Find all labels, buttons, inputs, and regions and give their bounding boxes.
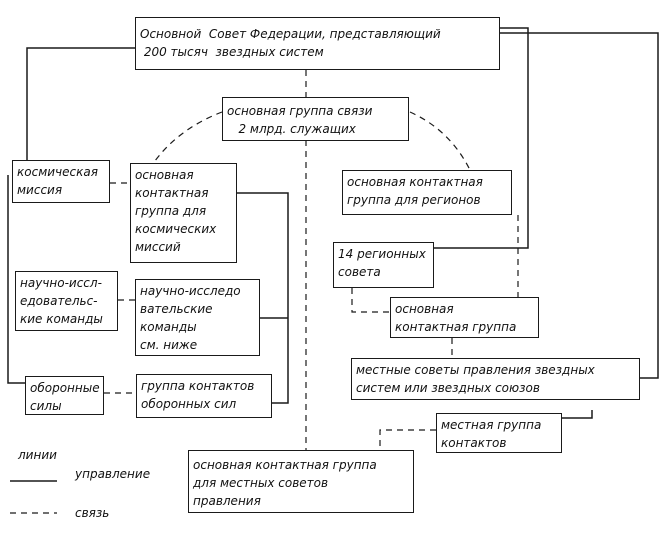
control-line-space-contact-right: [237, 192, 289, 404]
local-councils-box: местные советы правления звездных систем…: [351, 358, 640, 400]
space-mission-box: космическая миссия: [12, 160, 110, 203]
control-line-mission-to-defense: [7, 175, 25, 384]
local-contact-group-box: местная группа контактов: [436, 413, 562, 453]
legend-control-label: управление: [75, 467, 151, 481]
defense-box: оборонные силы: [25, 376, 104, 415]
link-line-local-contact-left: [379, 429, 436, 452]
control-line-local-contact-right: [562, 410, 593, 419]
link-line-regional-to-main-contact: [351, 288, 390, 313]
space-contact-box: основная контактная группа для космическ…: [130, 163, 237, 263]
link-arc-right: [409, 111, 471, 171]
research-below-box: научно-исследо вательские команды см. ни…: [135, 279, 260, 356]
main-contact-box: основная контактная группа: [390, 297, 539, 338]
region-contact-box: основная контактная группа для регионов: [342, 170, 512, 215]
link-arc-left: [149, 111, 223, 169]
legend-link-label: связь: [75, 506, 110, 520]
main-council-box: Основной Совет Федерации, представляющий…: [135, 17, 500, 70]
control-line-main-to-regional: [434, 27, 529, 249]
legend-title: линии: [18, 448, 57, 462]
research-teams-box: научно-иссл- едовательс- кие команды: [15, 271, 118, 331]
comm-group-box: основная группа связи 2 млрд. служащих: [222, 97, 409, 141]
control-line-main-to-mission: [26, 47, 135, 160]
local-main-contact-box: основная контактная группа для местных с…: [188, 450, 414, 513]
control-line-main-to-local-councils: [500, 32, 659, 379]
regional-councils-box: 14 регионных совета: [333, 242, 434, 288]
defense-contact-box: группа контактов оборонных сил: [136, 374, 272, 418]
